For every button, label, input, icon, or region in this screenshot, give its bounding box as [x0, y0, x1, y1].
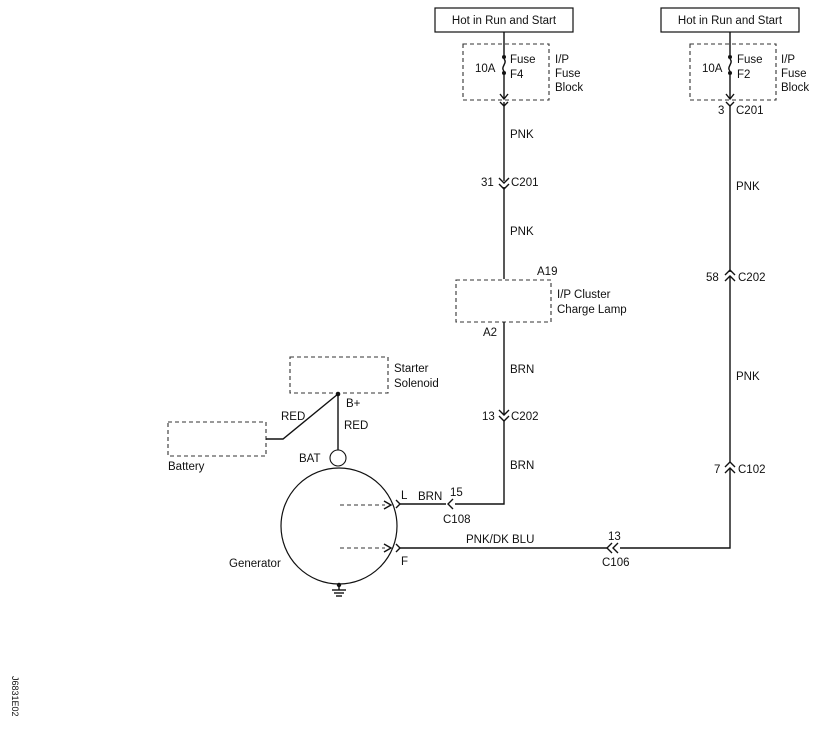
c201-left-label: C201: [511, 177, 539, 189]
connector-c106-icon-2: [606, 542, 613, 554]
fuse-block-label-right-3: Block: [781, 82, 809, 94]
fuse-terminal-bottom-left: [502, 71, 506, 75]
ip-cluster-outline: [455, 279, 552, 323]
generator-housing: [280, 467, 398, 585]
c108-label: C108: [443, 514, 471, 526]
wire-label-pnk-left-2: PNK: [510, 226, 534, 238]
connector-c202-right: 58 C202: [706, 269, 766, 284]
fuse-block-label-left-1: I/P: [555, 54, 569, 66]
connector-c202-right-icon: [724, 269, 736, 276]
fuse-name-left: Fuse: [510, 54, 536, 66]
c201-right-label: C201: [736, 105, 764, 117]
cluster-pin-bottom: A2: [483, 327, 497, 339]
fuse-terminal-top-left: [502, 55, 506, 59]
generator-f-arrow-icon: [383, 543, 393, 553]
connector-c108-icon: [447, 498, 454, 510]
fuse-terminal-top-right: [728, 55, 732, 59]
wire-label-pnk-left-1: PNK: [510, 129, 534, 141]
connector-c201-right-icon: [725, 101, 735, 107]
c202-left-pin: 13: [482, 411, 495, 423]
wire-label-brn-left-1: BRN: [510, 364, 534, 376]
hot-label-left: Hot in Run and Start: [452, 15, 557, 27]
c202-left-label: C202: [511, 411, 539, 423]
connector-c202-left: 13 C202: [482, 409, 539, 423]
fuse-block-label-left-3: Block: [555, 82, 583, 94]
ip-cluster-charge-lamp: A19 I/P Cluster Charge Lamp A2: [455, 266, 627, 339]
fuse-name-right: Fuse: [737, 54, 763, 66]
c106-pin: 13: [608, 531, 621, 543]
starter-solenoid: Starter Solenoid B+: [289, 356, 439, 410]
fuse-rating-right: 10A: [702, 63, 723, 75]
cluster-pin-top: A19: [537, 266, 557, 278]
generator: BAT L F Generator: [229, 449, 408, 597]
fuse-block-label-right-2: Fuse: [781, 68, 807, 80]
generator-label: Generator: [229, 558, 281, 570]
wire-label-red-battery: RED: [281, 411, 305, 423]
c102-pin: 7: [714, 464, 720, 476]
hot-in-run-start-left: Hot in Run and Start: [434, 7, 574, 33]
c106-label: C106: [602, 557, 630, 569]
wire-label-red-bat: RED: [344, 420, 368, 432]
fuse-terminal-bottom-right: [728, 71, 732, 75]
battery-label: Battery: [168, 461, 205, 473]
connector-l-icon: [395, 499, 401, 509]
hot-label-right: Hot in Run and Start: [678, 15, 783, 27]
c202-right-pin: 58: [706, 272, 719, 284]
c201-left-pin: 31: [481, 177, 494, 189]
cluster-label-1: I/P Cluster: [557, 289, 611, 301]
l-terminal-label: L: [401, 490, 408, 502]
fuse-id-right: F2: [737, 69, 750, 81]
figure-id: J6831E02: [10, 676, 20, 717]
wire-brn-left-2: [455, 420, 505, 505]
starter-solenoid-outline: [289, 356, 389, 394]
fuse-arrow-left-icon: [499, 93, 509, 101]
connector-c102: 7 C102: [714, 461, 766, 476]
fuse-block-label-left-2: Fuse: [555, 68, 581, 80]
wire-label-brn-left-2: BRN: [510, 460, 534, 472]
wire-label-pnk-right-1: PNK: [736, 181, 760, 193]
battery-outline: [167, 421, 267, 457]
wire-label-pnk-dk-blu: PNK/DK BLU: [466, 534, 534, 546]
c201-right-pin: 3: [718, 105, 724, 117]
starter-label-2: Solenoid: [394, 378, 439, 390]
wire-pnk-right-3: [620, 468, 731, 549]
connector-c102-icon: [724, 461, 736, 468]
fuse-block-outline-right: [689, 43, 777, 101]
cluster-label-2: Charge Lamp: [557, 304, 627, 316]
wire-label-brn-l: BRN: [418, 491, 442, 503]
connector-c106: 13 C106: [602, 531, 630, 569]
fuse-element-right-icon: [728, 58, 732, 72]
fuse-arrow-right-icon: [725, 93, 735, 101]
connector-c108: 15 C108: [443, 487, 471, 526]
wire-red-battery: [266, 393, 339, 440]
fuse-block-right: 10A Fuse F2 I/P Fuse Block: [689, 43, 809, 101]
wire-label-pnk-right-2: PNK: [736, 371, 760, 383]
generator-l-arrow-icon: [383, 500, 393, 510]
fuse-rating-left: 10A: [475, 63, 496, 75]
c102-label: C102: [738, 464, 766, 476]
bat-terminal-label: BAT: [299, 453, 321, 465]
battery: Battery: [167, 421, 267, 473]
fuse-block-label-right-1: I/P: [781, 54, 795, 66]
fuse-id-left: F4: [510, 69, 524, 81]
connector-c201-left-icon: [498, 177, 510, 184]
connector-f-icon: [395, 543, 401, 553]
connector-c106-icon: [612, 542, 619, 554]
b-plus-label: B+: [346, 398, 361, 410]
f-terminal-label: F: [401, 556, 408, 568]
connector-c202-left-icon: [498, 409, 510, 416]
starter-label-1: Starter: [394, 363, 429, 375]
fuse-element-left-icon: [502, 58, 506, 72]
fuse-block-outline-left: [462, 43, 550, 101]
c108-pin: 15: [450, 487, 463, 499]
c202-right-label: C202: [738, 272, 766, 284]
bat-terminal-icon: [329, 449, 347, 467]
fuse-block-left: 10A Fuse F4 I/P Fuse Block: [462, 43, 583, 101]
connector-c201-left: 31 C201: [481, 177, 539, 190]
hot-in-run-start-right: Hot in Run and Start: [660, 7, 800, 33]
